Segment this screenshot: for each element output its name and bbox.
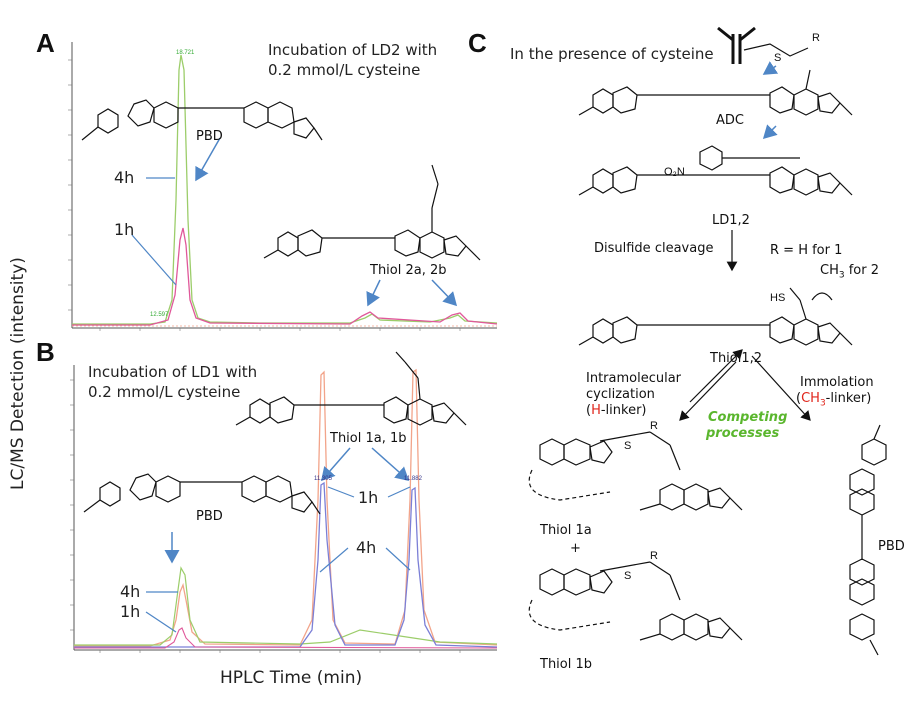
panel-b-4h-label: 4h	[120, 582, 141, 601]
panel-c-r-1b: R	[650, 550, 658, 562]
panel-a-caption-2: 0.2 mmol/L cysteine	[268, 61, 421, 79]
panel-b-peak2-label: 11.882	[404, 476, 422, 482]
x-axis-label: HPLC Time (min)	[220, 668, 363, 688]
panel-c-thiol1a-label: Thiol 1a	[540, 523, 592, 538]
panel-c-s-1b: S	[624, 570, 632, 582]
panel-b-plot	[70, 365, 498, 653]
panel-a-peak-label: 18.721	[176, 50, 195, 56]
panel-c-letter: C	[468, 28, 487, 58]
panel-b-letter: B	[36, 337, 55, 367]
panel-c-s-top: S	[774, 52, 782, 64]
panel-c-r-top: R	[812, 32, 820, 44]
panel-c-left-path-2: cyclization	[586, 387, 655, 402]
panel-c-caption: In the presence of cysteine	[510, 45, 714, 63]
panel-c-o2n-label: O₂N	[664, 166, 685, 178]
panel-c-plus: +	[570, 541, 581, 556]
structure-b-pbd	[83, 473, 321, 515]
trace-b-pink	[74, 627, 498, 649]
structure-b-thiol	[235, 351, 467, 426]
structure-c-thiol1a	[528, 431, 743, 511]
trace-b-4h	[74, 368, 498, 647]
trace-a-1h	[72, 227, 498, 326]
panel-c-thiol12-label: Thiol1,2	[710, 351, 763, 366]
structure-c-adc	[578, 69, 853, 116]
panel-a-1h-label: 1h	[114, 220, 135, 239]
panel-c-ld-label: LD1,2	[712, 213, 750, 228]
panel-c-r-def1: R = H for 1	[770, 243, 843, 258]
panel-c-disulfide: Disulfide cleavage	[594, 241, 714, 256]
y-axis-label: LC/MS Detection (intensity)	[8, 257, 28, 490]
panel-b-4h-mid-label: 4h	[356, 538, 377, 557]
panel-c-left-path-1: Intramolecular	[586, 371, 682, 386]
panel-a-4h-label: 4h	[114, 168, 135, 187]
panel-c-left-path-3: (H-linker)	[586, 403, 647, 418]
panel-b-caption-1: Incubation of LD1 with	[88, 363, 258, 381]
panel-b-peak1-label: 11.305	[314, 476, 332, 482]
panel-a-pbd-label: PBD	[196, 129, 223, 144]
trace-b-green	[74, 566, 498, 646]
trace-b-1h	[74, 481, 498, 648]
structure-c-pbd	[849, 424, 887, 656]
panel-b-caption-2: 0.2 mmol/L cysteine	[88, 383, 241, 401]
panel-c-competing-1: Competing	[708, 410, 788, 425]
panel-b-1h-mid-label: 1h	[358, 488, 379, 507]
structure-c-thiol12	[578, 287, 853, 346]
panel-a-plot	[68, 42, 498, 331]
antibody-icon	[717, 26, 756, 64]
panel-a-thiol-label: Thiol 2a, 2b	[370, 263, 447, 278]
structure-a-thiol	[263, 164, 481, 261]
panel-b-thiol-label: Thiol 1a, 1b	[330, 431, 407, 446]
structure-a-pbd	[81, 99, 323, 141]
panel-b-1h-label: 1h	[120, 602, 141, 621]
structure-c-thiol1b	[528, 561, 743, 641]
panel-a-letter: A	[36, 28, 55, 58]
panel-c-r-1a: R	[650, 420, 658, 432]
trace-a-4h	[72, 54, 498, 325]
panel-c-right-path-1: Immolation	[800, 375, 874, 390]
panel-c-hs-label: HS	[770, 292, 786, 304]
structure-c-ld	[578, 145, 853, 196]
panel-c-s-1a: S	[624, 440, 632, 452]
panel-c-thiol1b-label: Thiol 1b	[540, 657, 593, 672]
panel-c-right-path-2: (CH3-linker)	[796, 391, 872, 409]
panel-a-caption-1: Incubation of LD2 with	[268, 41, 438, 59]
panel-c-adc-label: ADC	[716, 113, 744, 128]
panel-a-baseline-label: 12.597	[150, 312, 169, 318]
panel-c-pbd-label: PBD	[878, 539, 905, 554]
panel-c-r-def2: CH3 for 2	[820, 263, 880, 281]
panel-b-pbd-label: PBD	[196, 509, 223, 524]
panel-c-competing-2: processes	[706, 426, 780, 441]
